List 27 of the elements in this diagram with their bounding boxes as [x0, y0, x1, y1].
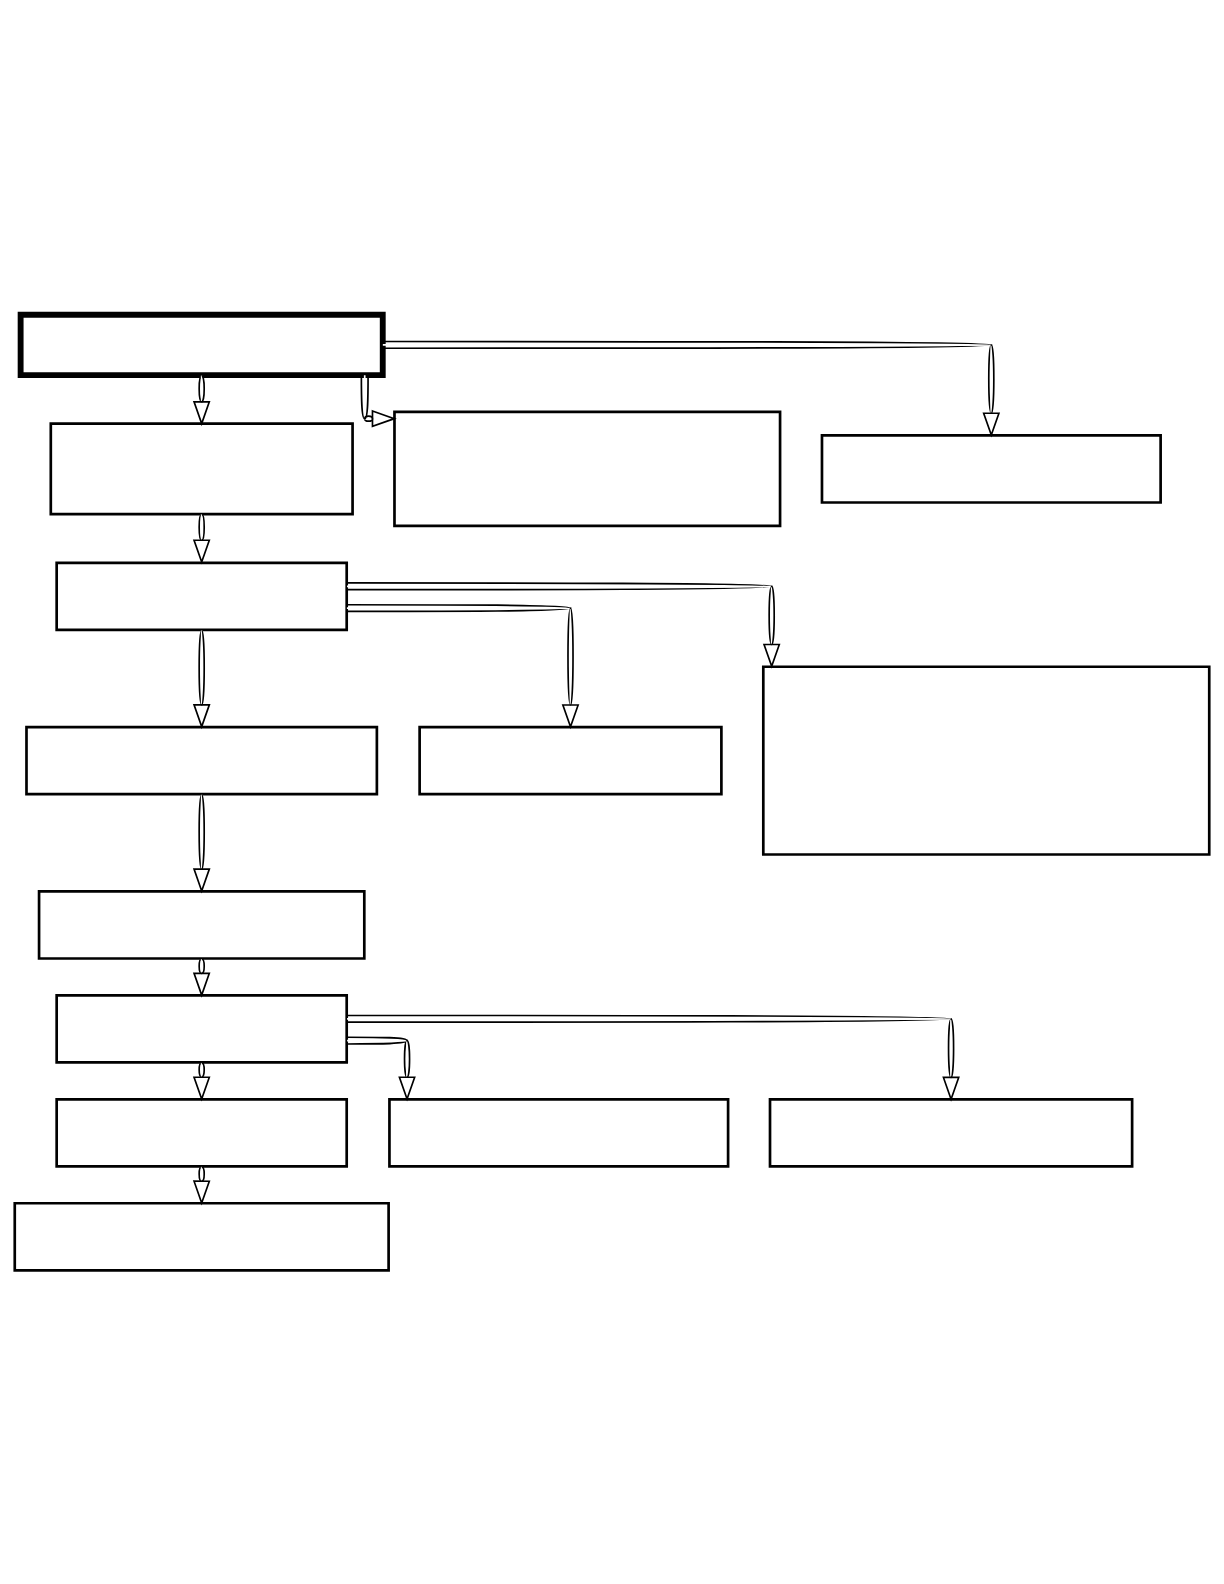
arrow	[192, 1061, 211, 1102]
arrow	[192, 629, 211, 729]
node-box	[55, 561, 349, 631]
node-box	[49, 421, 354, 516]
node-box	[17, 311, 386, 378]
node-box	[761, 664, 1211, 856]
node-box	[388, 1097, 730, 1168]
arrow	[192, 957, 211, 998]
node-box	[37, 889, 366, 960]
node-box	[55, 993, 349, 1064]
node-box	[55, 1097, 349, 1168]
node-box	[393, 410, 782, 527]
arrow	[346, 581, 781, 669]
arrow	[346, 1014, 960, 1102]
node-box	[820, 433, 1162, 504]
arrow	[192, 374, 211, 426]
arrow	[360, 373, 397, 427]
arrow	[192, 1165, 211, 1206]
node-box	[13, 1201, 390, 1272]
node-box	[25, 725, 379, 795]
arrow	[192, 793, 211, 893]
node-box	[418, 725, 723, 795]
arrow	[346, 1035, 416, 1102]
node-box	[768, 1097, 1134, 1168]
arrow	[192, 512, 211, 565]
arrow	[382, 340, 1001, 438]
arrow	[346, 603, 580, 729]
